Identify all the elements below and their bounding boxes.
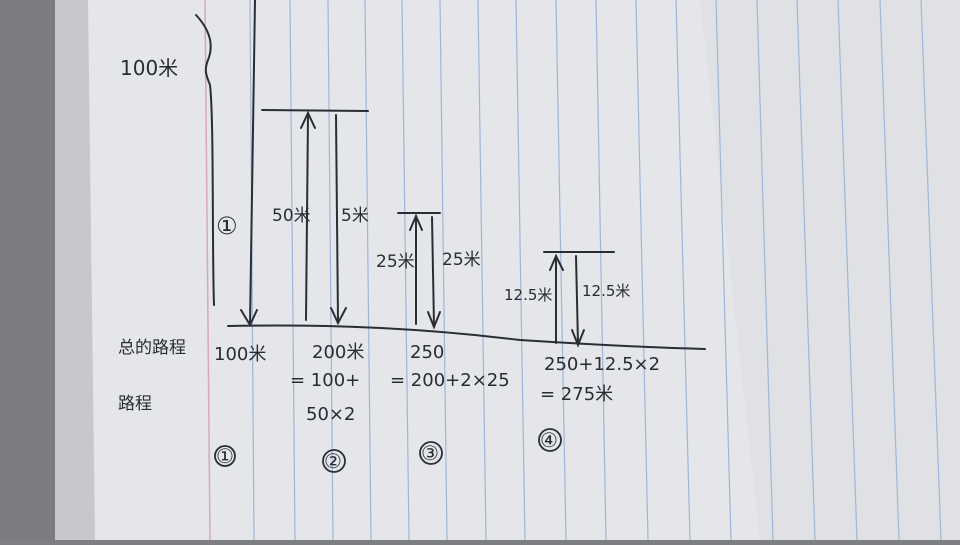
margin-line	[204, 0, 211, 541]
circled-number-3: ③	[421, 441, 439, 465]
total-2-line2: = 100+	[290, 370, 361, 391]
down-arrow-1	[335, 114, 339, 323]
drop-arrow-1	[249, 0, 256, 325]
total-2-line3: 50×2	[306, 404, 356, 425]
ruled-lines	[249, 0, 942, 541]
arrow-label-down-2: 25米	[442, 250, 481, 270]
total-3-line2: = 200+2×25	[390, 370, 510, 391]
arrow-label-up-1: 50米	[272, 206, 311, 226]
total-distance-label-line2: 路程	[118, 394, 152, 414]
circled-number-4: ④	[540, 428, 558, 452]
up-arrow-1	[305, 114, 309, 321]
total-3-line1: 250	[410, 342, 445, 363]
total-4-line2: = 275米	[540, 384, 614, 405]
page-shadow	[700, 0, 960, 540]
circled-one-large: ①	[216, 212, 238, 240]
arrow-label-down-1: 5米	[341, 206, 369, 226]
total-1: 100米	[214, 344, 267, 365]
ground-line	[227, 324, 706, 350]
arrow-label-up-2: 25米	[376, 252, 415, 272]
total-2-line1: 200米	[312, 342, 365, 363]
circled-number-2: ②	[324, 449, 342, 473]
circled-number-1: ①	[216, 444, 234, 468]
down-arrow-2	[431, 216, 435, 327]
arrow-label-down-3: 12.5米	[582, 282, 631, 300]
pen-strokes	[195, 0, 706, 473]
total-distance-label-line1: 总的路程	[118, 338, 186, 358]
bounce-top-1	[261, 109, 369, 112]
total-4-line1: 250+12.5×2	[544, 354, 661, 375]
top-height-label: 100米	[120, 56, 179, 80]
down-arrow-3	[575, 255, 579, 345]
brace	[195, 14, 215, 306]
arrow-label-up-3: 12.5米	[504, 286, 553, 304]
